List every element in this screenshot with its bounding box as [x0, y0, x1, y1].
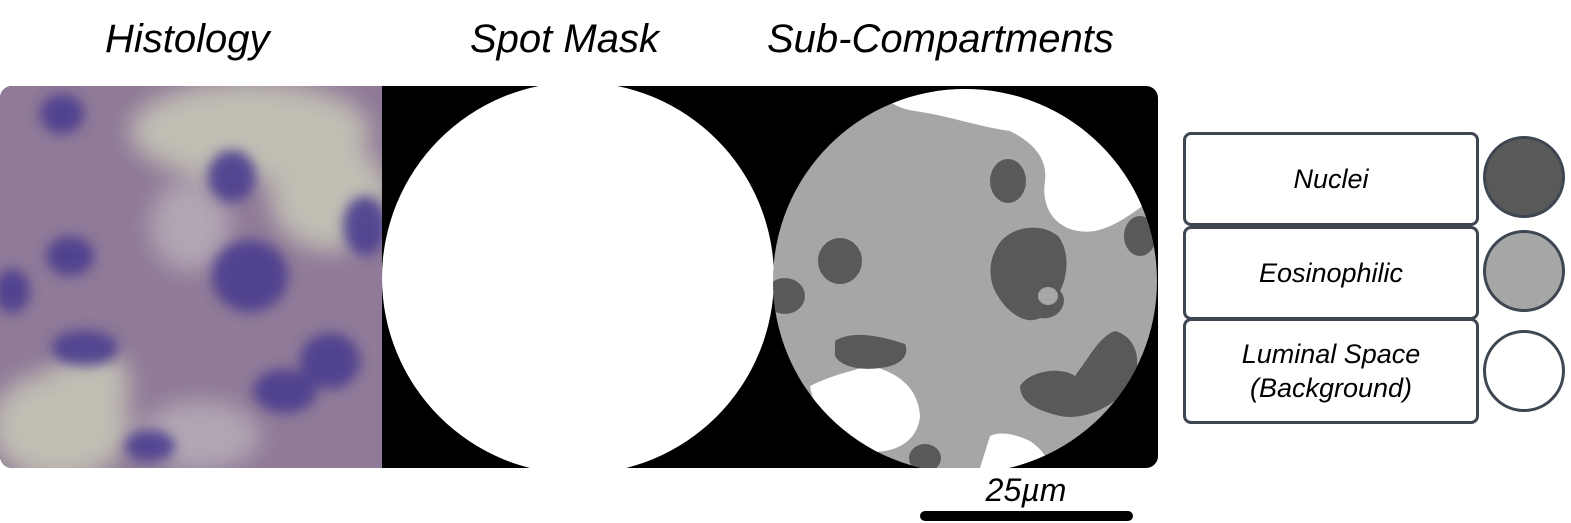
- legend-label: Nuclei: [1183, 132, 1479, 226]
- spot-mask-image: [382, 86, 774, 468]
- histology-title: Histology: [105, 17, 270, 61]
- legend-swatch-eosinophilic: [1483, 230, 1565, 312]
- scale-bar-label: 25µm: [985, 472, 1067, 508]
- subcompartments-title: Sub-Compartments: [767, 17, 1114, 61]
- histology-image: [0, 86, 382, 468]
- legend-label: Luminal Space (Background): [1183, 318, 1479, 424]
- spot-mask-title: Spot Mask: [470, 17, 659, 61]
- scale-bar: [920, 511, 1133, 521]
- legend-swatch-nuclei: [1483, 136, 1565, 218]
- legend-swatch-luminal-space: [1483, 330, 1565, 412]
- image-strip: [0, 86, 1158, 468]
- image-strip-graphic: [0, 86, 1157, 468]
- legend-label: Eosinophilic: [1183, 226, 1479, 320]
- subcompartments-image: [773, 89, 1157, 468]
